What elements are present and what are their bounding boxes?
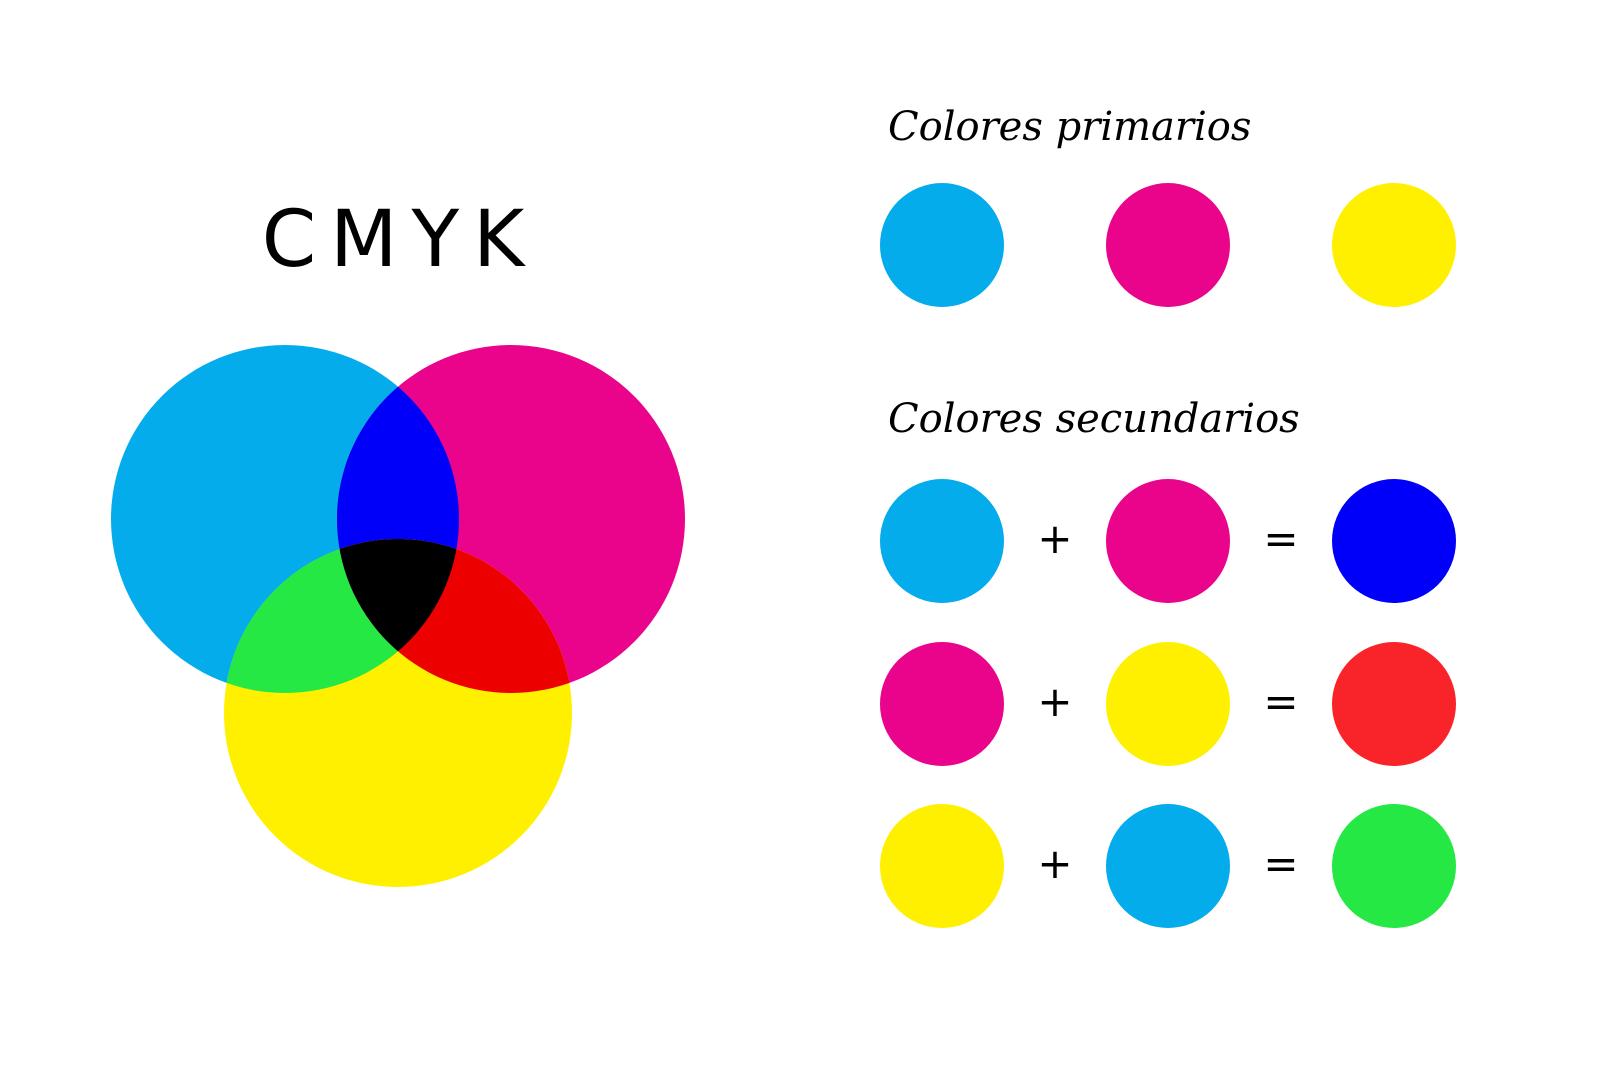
mix-3-result (1332, 804, 1456, 928)
mix-3-plus: + (1037, 839, 1073, 888)
primary-swatch-2 (1106, 183, 1230, 307)
mix-2-equals: = (1263, 677, 1299, 726)
mix-2-result (1332, 642, 1456, 766)
primary-swatch-3 (1332, 183, 1456, 307)
secondary-colors-heading: Colores secundarios (888, 396, 1300, 442)
mix-3-color-b (1106, 804, 1230, 928)
mix-3-color-a (880, 804, 1004, 928)
mix-1-color-a (880, 479, 1004, 603)
cmyk-venn-diagram (111, 345, 685, 887)
mix-2-color-a (880, 642, 1004, 766)
mix-1-equals: = (1263, 514, 1299, 563)
mix-1-result (1332, 479, 1456, 603)
cmyk-title: CMYK (261, 195, 539, 285)
primary-colors-heading: Colores primarios (888, 104, 1252, 150)
mix-2-color-b (1106, 642, 1230, 766)
mix-2-plus: + (1037, 677, 1073, 726)
mix-1-color-b (1106, 479, 1230, 603)
green-overlap (224, 539, 459, 693)
mix-1-plus: + (1037, 514, 1073, 563)
mix-3-equals: = (1263, 839, 1299, 888)
red-overlap (337, 539, 572, 693)
primary-swatch-1 (880, 183, 1004, 307)
